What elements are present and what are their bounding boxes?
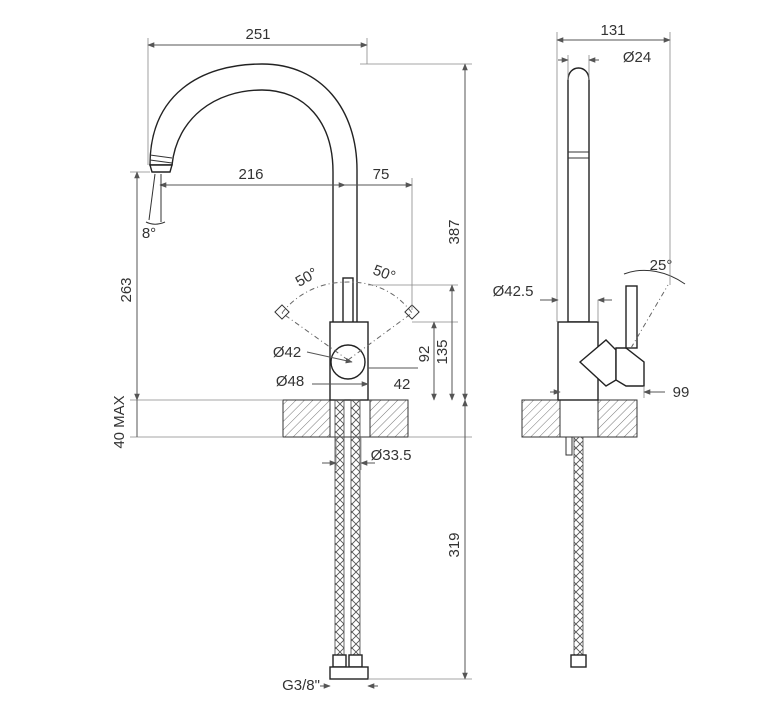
side-spout (567, 67, 590, 323)
dim-deck-max: 40 MAX (111, 395, 128, 448)
front-view: 251 216 75 387 263 40 MAX 8° 50° 50° Ø42… (111, 26, 472, 694)
dim-spout-offset: 75 (373, 166, 390, 183)
dim-angle-right: 50° (371, 262, 398, 286)
dim-lever-offset: 42 (394, 376, 411, 393)
dim-spout-tilt: 8° (142, 225, 156, 242)
dim-base-dia-side: Ø42.5 (493, 283, 534, 300)
front-spout (149, 63, 358, 331)
dim-width-total: 251 (245, 26, 270, 43)
dim-spout-dia: Ø24 (623, 49, 651, 66)
dim-hose-length: 319 (446, 532, 463, 557)
side-hose (573, 436, 584, 656)
side-handle-angle: 25° (650, 257, 673, 274)
front-cartridge-circle (330, 344, 366, 380)
dim-lever-height: 92 (416, 346, 433, 363)
dim-thread: G3/8" (282, 677, 320, 694)
dim-handle-depth: 99 (673, 384, 690, 401)
dim-height-spout: 263 (118, 277, 135, 302)
dim-handle-height: 135 (434, 339, 451, 364)
dim-reach: 216 (238, 166, 263, 183)
front-handle-lever (342, 277, 354, 325)
dim-height-total: 387 (446, 219, 463, 244)
dim-hole-dia: Ø33.5 (371, 447, 412, 464)
front-hose-right (350, 399, 361, 656)
dim-angle-left: 50° (293, 265, 321, 291)
side-handle (615, 347, 645, 387)
dim-depth-total: 131 (600, 22, 625, 39)
side-view: 25° 131 Ø24 Ø42.5 99 (493, 22, 690, 668)
dim-body-dia: Ø42 (273, 344, 301, 361)
dim-base-dia: Ø48 (276, 373, 304, 390)
side-mount-hole (559, 399, 599, 438)
